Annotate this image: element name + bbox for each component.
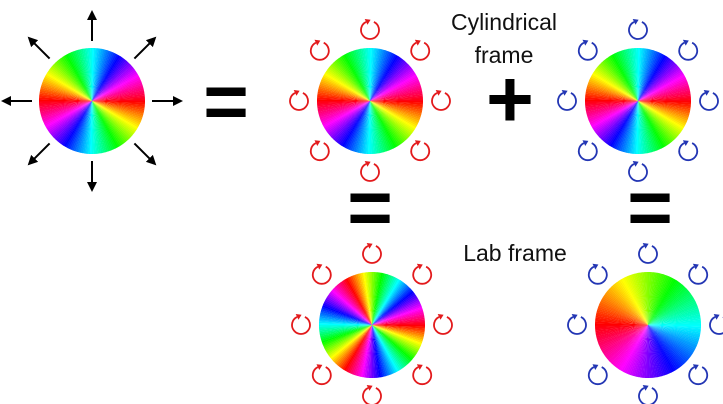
lab-red-wheel (319, 272, 425, 378)
radial-arrow-icon (31, 143, 49, 161)
curved-arrow-icon (639, 388, 657, 404)
curved-arrow-icon (290, 93, 308, 110)
lab-blue-wheel (595, 272, 701, 378)
source-wheel-group (6, 15, 178, 187)
cylindrical-frame-label-line2: frame (475, 42, 534, 68)
radial-arrow-icon (134, 143, 152, 161)
cylindrical-frame-label-line1: Cylindrical (451, 9, 557, 35)
curved-arrow-icon (579, 143, 597, 160)
radial-arrow-icon (31, 40, 49, 58)
cylindrical-red-group (290, 19, 450, 181)
curved-arrow-icon (411, 43, 429, 60)
lab-red-group (292, 243, 452, 404)
curved-arrow-icon (361, 22, 379, 39)
curved-arrow-icon (679, 43, 697, 60)
curved-arrow-icon (558, 93, 576, 110)
cylindrical-red-wheel (317, 48, 423, 154)
radial-arrow-icon (134, 40, 152, 58)
curved-arrow-icon (292, 317, 310, 334)
equals-operator-cylindrical-to-lab-red: = (347, 163, 393, 251)
curved-arrow-icon (313, 267, 331, 284)
curved-arrow-icon (700, 93, 718, 110)
curved-arrow-icon (689, 267, 707, 284)
curved-arrow-icon (411, 143, 429, 160)
curved-arrow-icon (432, 93, 450, 110)
lab-frame-label: Lab frame (463, 240, 567, 266)
equals-operator-top: = (203, 57, 249, 145)
cylindrical-blue-wheel (585, 48, 691, 154)
curved-arrow-icon (568, 317, 586, 334)
curved-arrow-icon (413, 267, 431, 284)
curved-arrow-icon (589, 367, 607, 384)
lab-blue-group (568, 243, 723, 404)
equals-operator-cylindrical-to-lab-blue: = (627, 163, 673, 251)
curved-arrow-icon (311, 143, 329, 160)
cylindrical-blue-group (558, 19, 718, 181)
curved-arrow-icon (579, 43, 597, 60)
curved-arrow-icon (413, 367, 431, 384)
curved-arrow-icon (311, 43, 329, 60)
source-wheel (39, 48, 145, 154)
curved-arrow-icon (589, 267, 607, 284)
curved-arrow-icon (313, 367, 331, 384)
curved-arrow-icon (363, 388, 381, 404)
curved-arrow-icon (689, 367, 707, 384)
curved-arrow-icon (434, 317, 452, 334)
curved-arrow-icon (629, 22, 647, 39)
curved-arrow-icon (679, 143, 697, 160)
